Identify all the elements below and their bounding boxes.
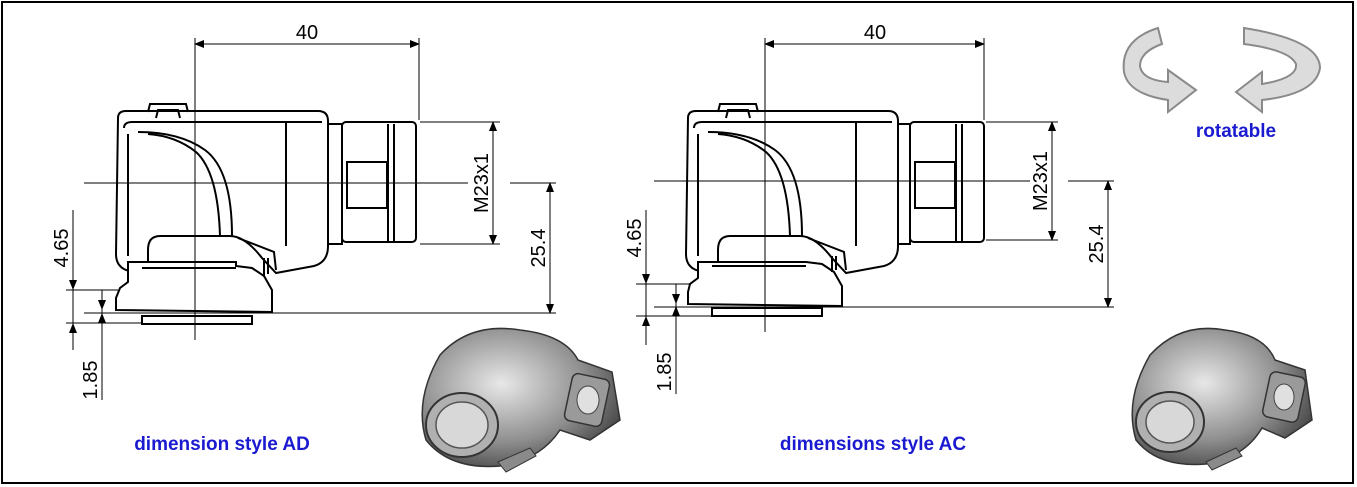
product-photo-ad xyxy=(421,327,621,473)
dimension-arrows-base-ad xyxy=(98,300,106,323)
dimension-flange-ad: 4.65 xyxy=(51,229,73,268)
drawing-style-ad: 40 M23x1 25.4 4.65 1.85 dimension style … xyxy=(51,22,556,455)
product-photo-ac xyxy=(1131,327,1313,471)
rotate-icon xyxy=(1122,26,1322,115)
caption-style-ad: dimension style AD xyxy=(134,434,310,455)
dimension-width-ac: 40 xyxy=(864,22,886,44)
dimension-thread-ad: M23x1 xyxy=(471,153,493,213)
dimension-thread-ac: M23x1 xyxy=(1030,151,1052,211)
dimension-base-ad: 1.85 xyxy=(80,361,102,400)
dimension-arrows-base-ac xyxy=(672,294,680,316)
dimension-height-ad: 25.4 xyxy=(528,229,550,268)
rotatable-label: rotatable xyxy=(1196,121,1276,142)
drawing-style-ac: 40 M23x1 25.4 4.65 1.85 dimensions style… xyxy=(624,22,1114,455)
dimension-height-ac: 25.4 xyxy=(1086,225,1108,264)
dimension-flange-ac: 4.65 xyxy=(624,219,646,258)
dimension-base-ac: 1.85 xyxy=(654,353,676,392)
connector-body-ad xyxy=(114,103,417,325)
caption-style-ac: dimensions style AC xyxy=(780,434,966,455)
dimension-width-ad: 40 xyxy=(296,22,318,44)
connector-body-ac xyxy=(684,103,985,317)
